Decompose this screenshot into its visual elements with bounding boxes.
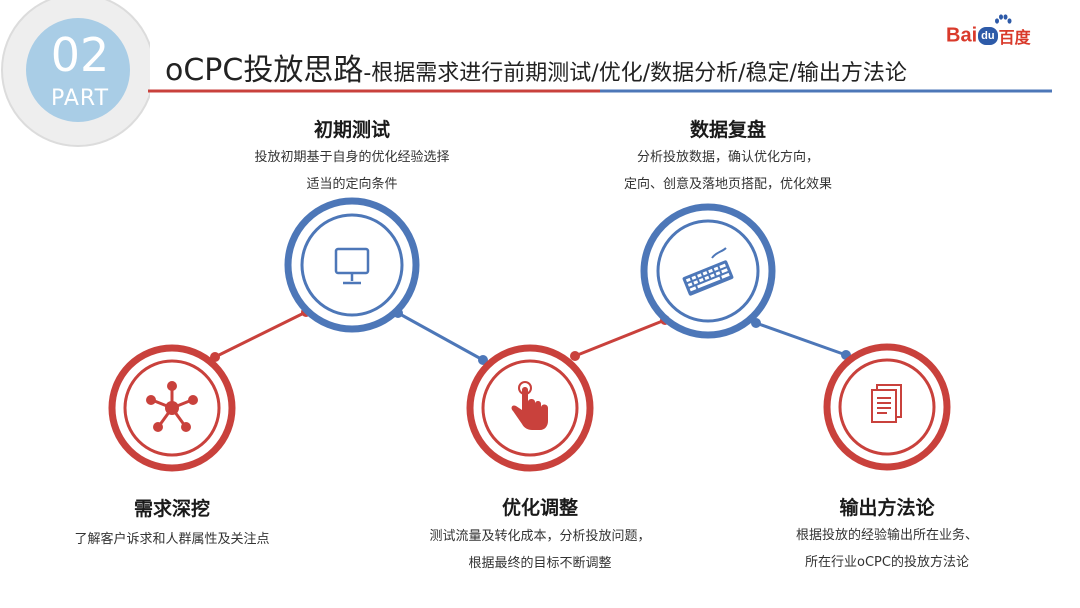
connector-dot xyxy=(660,315,670,325)
step-node-1 xyxy=(108,344,236,472)
step-1-desc: 了解客户诉求和人群属性及关注点 xyxy=(12,526,332,553)
connector-dot xyxy=(210,352,220,362)
connector-dot xyxy=(751,318,761,328)
connector-dot xyxy=(841,350,851,360)
logo-text-bai: Bai xyxy=(946,24,978,47)
step-5-heading: 输出方法论 xyxy=(839,497,935,519)
step-node-4 xyxy=(640,203,776,339)
part-number: 02 xyxy=(50,28,110,82)
connector-4-5 xyxy=(755,321,847,357)
step-5-desc: 根据投放的经验输出所在业务、 所在行业oCPC的投放方法论 xyxy=(732,522,1042,576)
step-2-desc-line-2: 适当的定向条件 xyxy=(306,177,398,192)
connector-dot xyxy=(301,307,311,317)
step-4-desc: 分析投放数据，确认优化方向， 定向、创意及落地页搭配，优化效果 xyxy=(558,144,898,198)
document-icon xyxy=(871,384,902,423)
step-2-heading: 初期测试 xyxy=(313,119,390,141)
step-1-heading: 需求深挖 xyxy=(133,498,210,520)
step-node-5 xyxy=(823,343,951,471)
step-5-desc-line-2: 所在行业oCPC的投放方法论 xyxy=(805,555,969,570)
step-3-desc: 测试流量及转化成本，分析投放问题， 根据最终的目标不断调整 xyxy=(370,523,710,577)
step-4-desc-line-1: 分析投放数据，确认优化方向， xyxy=(636,150,819,165)
keyboard-icon xyxy=(682,247,734,296)
step-3-heading: 优化调整 xyxy=(501,497,578,519)
connector-dot xyxy=(570,351,580,361)
title-main: oCPC投放思路 xyxy=(165,53,364,88)
connector-2-3 xyxy=(397,311,484,362)
step-node-3 xyxy=(466,344,594,472)
page-title: oCPC投放思路-根据需求进行前期测试/优化/数据分析/稳定/输出方法论 xyxy=(165,45,907,89)
part-badge: 02 PART xyxy=(0,0,150,150)
connector-1-2 xyxy=(214,310,307,359)
badge-circle xyxy=(1,0,150,147)
step-2-desc-line-1: 投放初期基于自身的优化经验选择 xyxy=(254,150,450,165)
logo-text-du: du xyxy=(978,27,998,45)
step-2-desc: 投放初期基于自身的优化经验选择 适当的定向条件 xyxy=(192,144,512,198)
monitor-icon xyxy=(334,247,370,285)
step-3-desc-line-2: 根据最终的目标不断调整 xyxy=(468,556,612,571)
connector-dot xyxy=(393,308,403,318)
hand-pointer-icon xyxy=(511,381,548,430)
molecule-icon xyxy=(146,381,198,432)
paw-icon xyxy=(995,14,1012,24)
title-sub: -根据需求进行前期测试/优化/数据分析/稳定/输出方法论 xyxy=(363,61,907,86)
logo-text-baidu: 百度 xyxy=(998,30,1031,47)
connector-3-4 xyxy=(574,318,666,358)
connector-dot xyxy=(478,355,488,365)
step-5-desc-line-1: 根据投放的经验输出所在业务、 xyxy=(795,528,978,543)
step-4-heading: 数据复盘 xyxy=(689,119,766,141)
step-1-desc-line-1: 了解客户诉求和人群属性及关注点 xyxy=(74,532,270,547)
step-node-2 xyxy=(284,197,420,333)
step-3-desc-line-1: 测试流量及转化成本，分析投放问题， xyxy=(429,529,651,544)
part-label: PART xyxy=(50,86,110,111)
step-4-desc-line-2: 定向、创意及落地页搭配，优化效果 xyxy=(623,177,832,192)
